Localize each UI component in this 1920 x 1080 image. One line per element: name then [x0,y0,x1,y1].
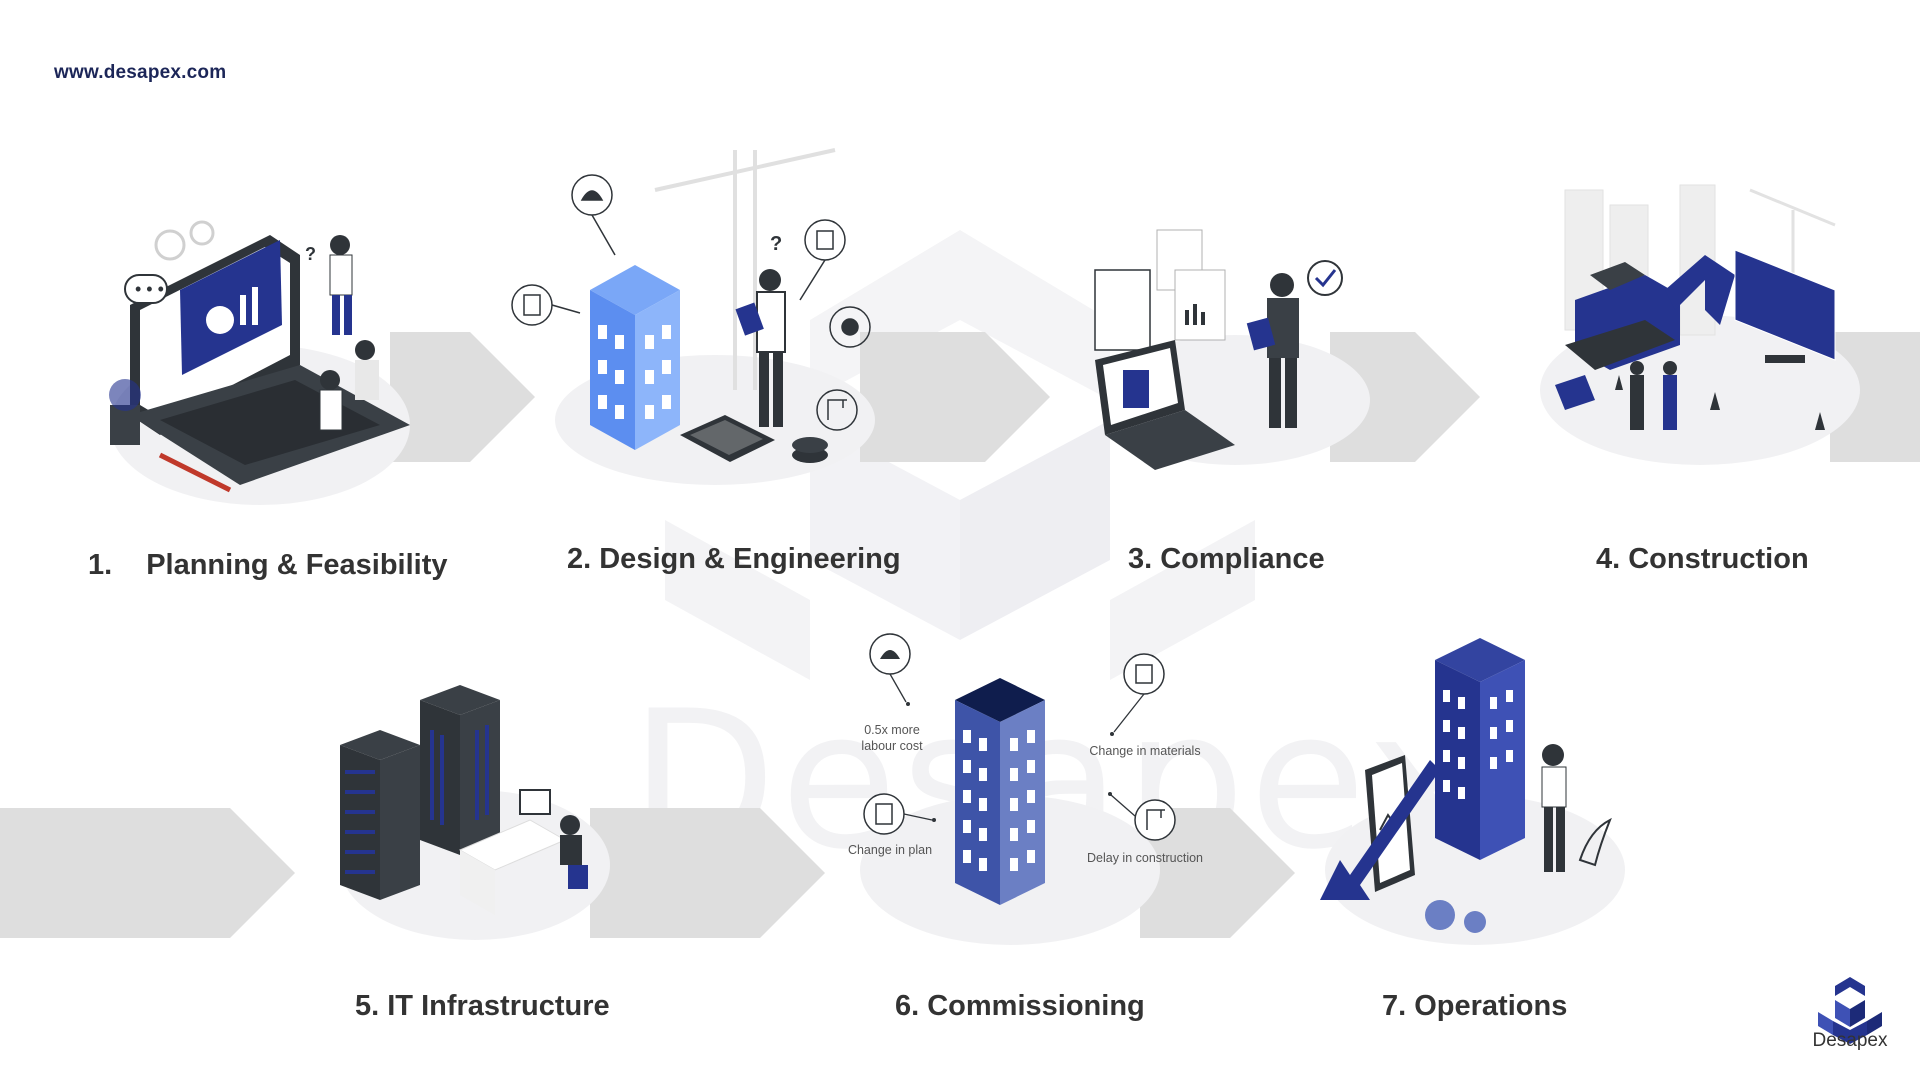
logo-cube-icon [1818,977,1882,1044]
svg-text:?: ? [770,233,782,255]
step-label-commissioning: 6. Commissioning [895,990,1145,1022]
document-icon [511,284,581,326]
operations-illustration [1320,638,1625,945]
annotation-change-plan: Change in plan [847,843,933,857]
it-infrastructure-illustration [340,685,610,940]
step-label-operations: 7. Operations [1382,990,1568,1022]
gear-icon [154,220,215,261]
crane-icon [654,148,836,390]
server-icon [420,685,500,855]
site-url[interactable]: www.desapex.com [54,62,227,83]
server-icon [340,730,420,900]
building-icon [1435,638,1525,860]
crane-icon [816,389,858,431]
helmet-icon [869,633,911,706]
step-label-planning: 1. Planning & Feasibility [88,549,448,582]
document-icon [863,793,936,835]
construction-illustration [1540,184,1860,465]
helmet-icon [571,174,616,256]
arrow-2 [860,332,1050,462]
arrow-1 [390,332,535,462]
excavator-icon [1565,255,1735,370]
compliance-illustration [1094,229,1370,470]
svg-text:• • •: • • • [135,279,164,299]
brick-wall [1734,249,1836,361]
crane-icon [1108,792,1176,841]
arrow-7 [1140,808,1295,938]
annotation-delay-construction: Delay in construction [1086,851,1204,865]
chart-icon [1185,304,1205,325]
step-title-1: Planning & Feasibility [146,549,448,581]
step-number-1: 1. [88,549,113,581]
checkmark-icon [1307,260,1343,296]
svg-text:?: ? [305,244,316,264]
arrow-4 [1830,332,1920,462]
arrow-3 [1330,332,1480,462]
step-label-design: 2. Design & Engineering [567,543,901,575]
gear-icon [1425,900,1486,933]
gear-icon [829,306,871,348]
arrow-6 [590,808,825,938]
annotation-labour-cost: 0.5x more labour cost [861,723,923,753]
step-label-compliance: 3. Compliance [1128,543,1325,575]
step-label-it-infrastructure: 5. IT Infrastructure [355,990,610,1022]
annotation-change-materials: Change in materials [1089,744,1201,758]
arrow-5 [0,808,295,938]
chart-icon [799,219,846,301]
chart-icon [1110,653,1165,736]
design-illustration: ? [511,148,875,485]
calculator-icon [680,415,775,462]
building-icon [955,678,1045,905]
step-label-construction: 4. Construction [1596,543,1809,575]
building-icon [590,265,680,450]
logo-text: Desapex [1812,1030,1888,1051]
commissioning-illustration [860,678,1160,945]
planning-illustration: • • • ? [109,220,410,505]
